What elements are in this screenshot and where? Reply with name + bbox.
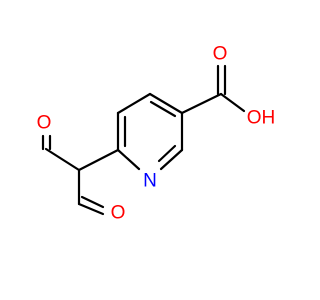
bond-lower-cho-double-a [77,202,105,216]
carboxyl-oxygen-label: O [213,44,228,65]
bond-ring-4 [116,148,141,171]
aldehyde-top-oxygen-label: O [37,113,52,134]
aldehyde-bottom-oxygen-label: O [111,203,126,224]
bond-ring-6 [116,92,152,115]
hydroxyl-label: OH [247,108,276,129]
bond-ch-to-upper-cho [44,147,81,172]
chemical-structure: O OH N O O [37,44,276,224]
bonds [41,64,246,216]
bond-ring-to-ch [77,148,120,172]
bond-ring-double-2 [157,144,177,163]
bond-ring-double-1 [149,100,177,118]
bond-carboxyl-hydroxyl [219,92,246,113]
bond-lower-cho-double-b [80,195,105,209]
bond-ring-1 [148,92,184,115]
ring-nitrogen-label: N [143,171,157,192]
atom-labels: O OH N O O [37,44,276,224]
bond-ring-3 [159,148,184,171]
bond-ring-to-carboxyl [180,92,223,115]
